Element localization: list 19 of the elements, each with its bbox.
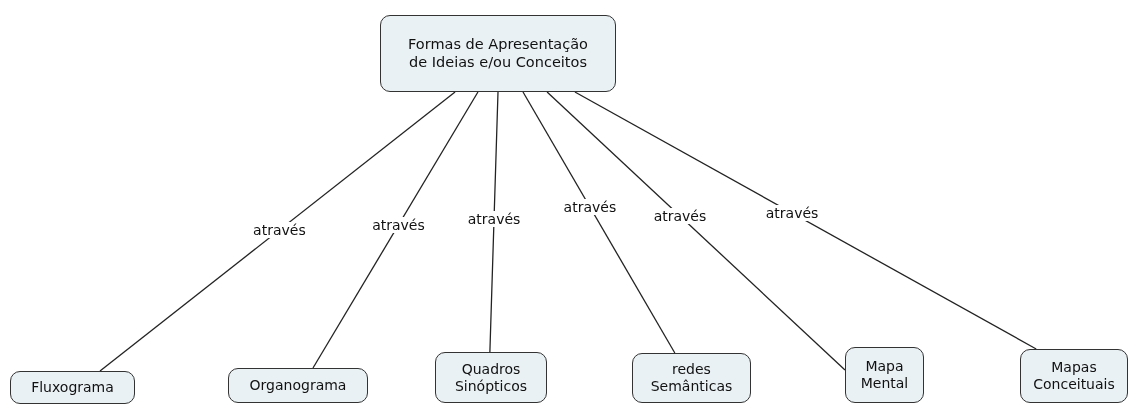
connector-line bbox=[574, 91, 1037, 350]
connector-line bbox=[99, 91, 456, 372]
concept-box: Mapas Conceituais bbox=[1020, 349, 1128, 403]
connector-line bbox=[489, 91, 499, 353]
edge-label: através bbox=[251, 222, 308, 238]
edge-label: através bbox=[370, 217, 427, 233]
connector-line bbox=[312, 91, 479, 369]
connector-line bbox=[546, 91, 846, 371]
concept-box: Fluxograma bbox=[10, 371, 135, 404]
concept-box: redes Semânticas bbox=[632, 353, 751, 403]
concept-box: Quadros Sinópticos bbox=[435, 352, 547, 403]
connector-line bbox=[522, 91, 676, 354]
concept-box: Organograma bbox=[228, 368, 368, 403]
edge-label: através bbox=[465, 211, 523, 227]
concept-box: Formas de Apresentação de Ideias e/ou Conceitos bbox=[380, 15, 616, 92]
edge-label: através bbox=[561, 199, 619, 215]
concept-box: Mapa Mental bbox=[845, 347, 924, 403]
edge-label: através bbox=[763, 205, 821, 221]
edge-label: através bbox=[651, 208, 709, 224]
